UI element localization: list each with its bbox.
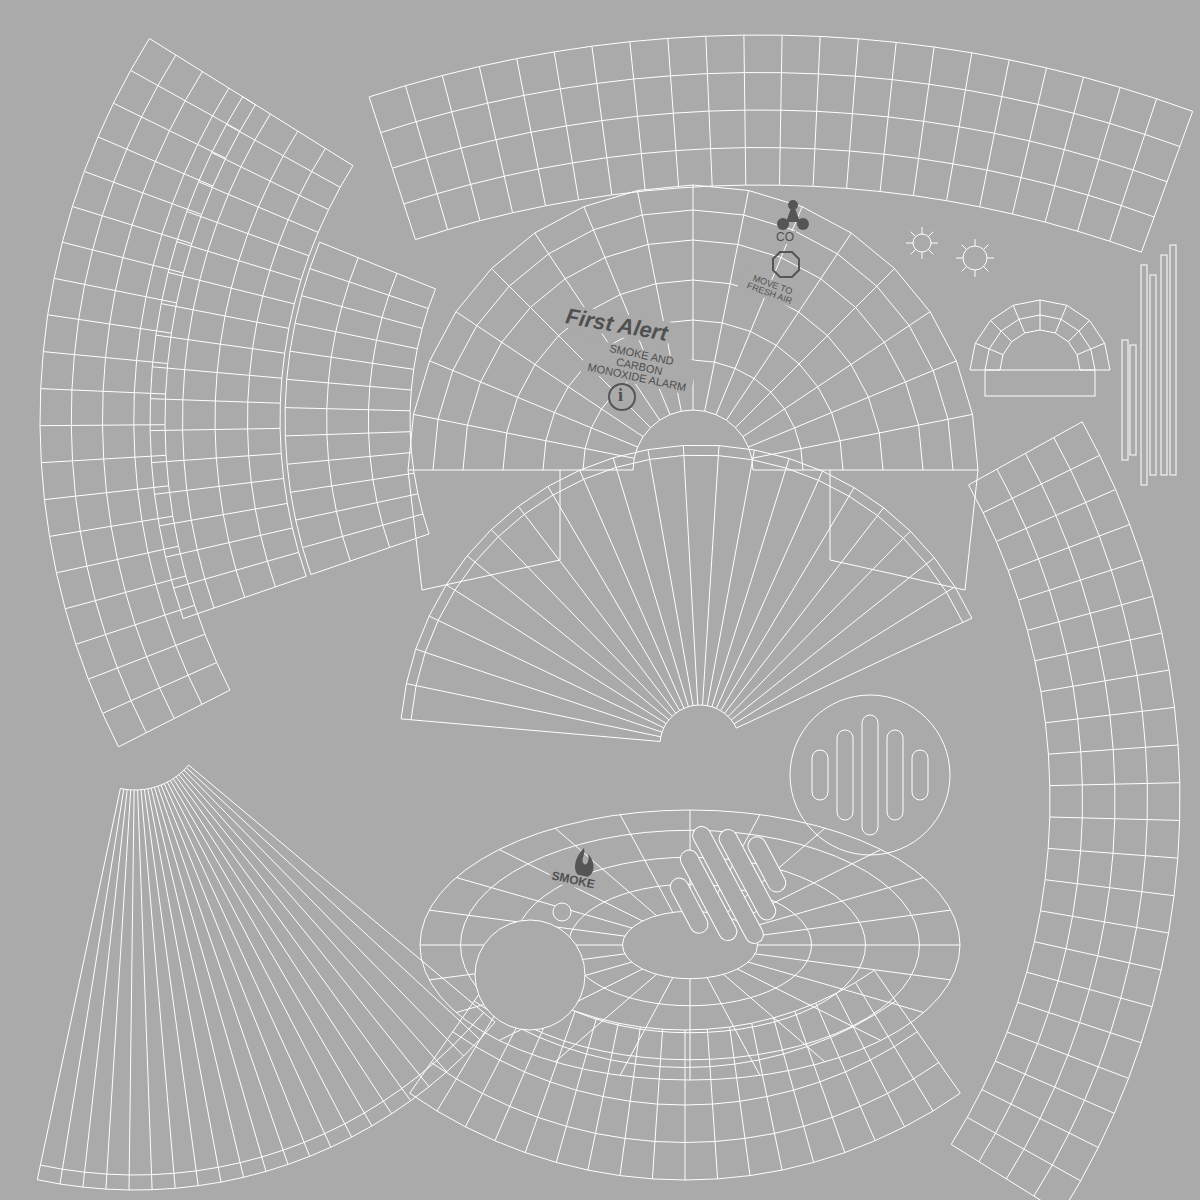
uv-cap xyxy=(420,810,960,1080)
vent-slot xyxy=(912,750,928,800)
gear-teeth xyxy=(956,239,994,277)
uv-strip xyxy=(285,242,435,574)
led-ring xyxy=(553,903,571,921)
button-disc xyxy=(475,920,585,1030)
flame-icon xyxy=(575,848,594,878)
uv-thin-strip xyxy=(1141,265,1147,485)
uv-strip xyxy=(369,35,1193,252)
vent-slot xyxy=(837,730,853,820)
uv-dome-skirt xyxy=(408,470,978,590)
octagon-led xyxy=(773,252,799,277)
co-symbol-dot xyxy=(788,200,798,210)
vent-slot xyxy=(812,750,828,800)
info-ring xyxy=(609,384,635,410)
co-symbol-dot xyxy=(797,218,809,230)
uv-thin-strip xyxy=(1170,245,1176,475)
uv-strip xyxy=(40,39,255,747)
uv-thin-strip xyxy=(1161,255,1167,475)
gear-teeth xyxy=(906,227,938,259)
printed-label: First Alert xyxy=(562,304,671,345)
uv-thin-strip xyxy=(1150,275,1156,475)
uv-thin-strip xyxy=(1130,345,1136,455)
printed-label: SMOKE AND CARBON MONOXIDE ALARM xyxy=(581,338,698,395)
co-symbol-dot xyxy=(777,218,789,230)
vent-slot xyxy=(745,834,789,895)
uv-cap-spokes xyxy=(420,810,960,1080)
uv-thin-strip xyxy=(1122,340,1128,460)
gear-part xyxy=(963,246,987,270)
printed-label: CO xyxy=(774,231,796,244)
info-letter: i xyxy=(616,386,625,405)
vent-slot xyxy=(887,730,903,820)
uv-strip xyxy=(951,422,1180,1200)
uv-strip xyxy=(970,300,1110,370)
vent-disc xyxy=(790,695,950,855)
uv-fan xyxy=(37,765,495,1190)
vent-group xyxy=(651,803,806,968)
uv-strip xyxy=(150,97,353,619)
gear-part xyxy=(913,234,931,252)
vent-slot xyxy=(862,715,878,835)
uv-dome xyxy=(408,185,978,470)
uv-strip xyxy=(985,370,1095,396)
